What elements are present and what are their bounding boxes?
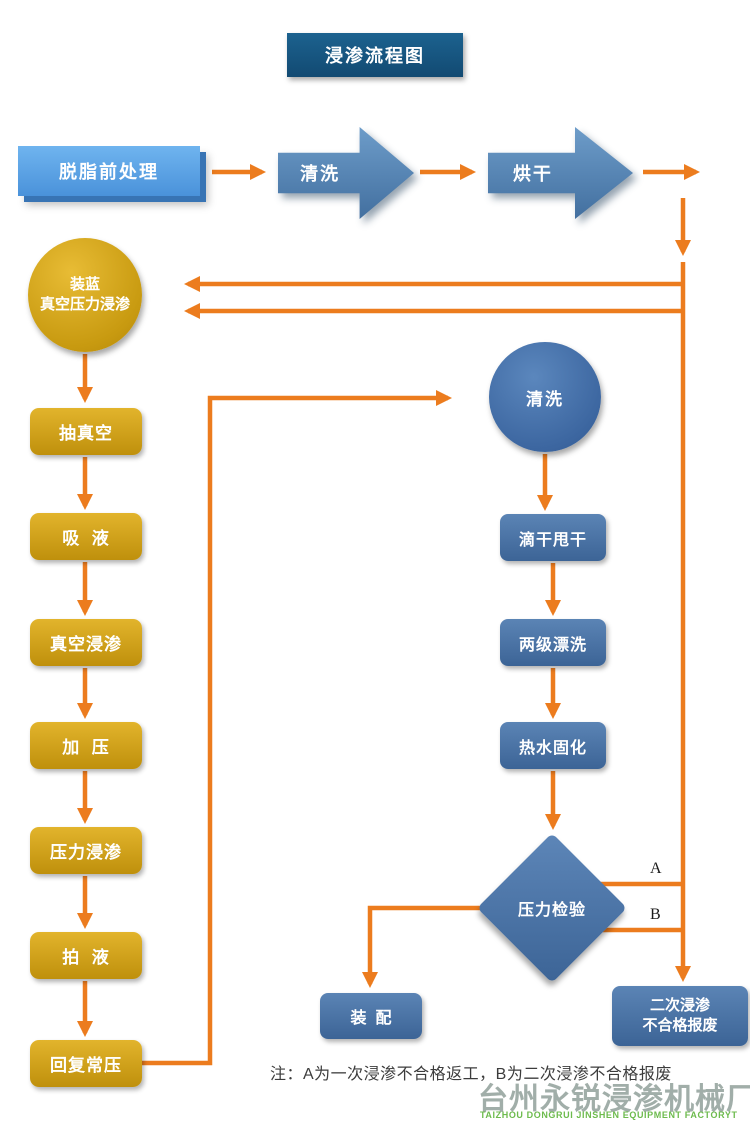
watermark-company-en: TAIZHOU DONGRUI JINSHEN EQUIPMENT FACTOR… — [480, 1110, 738, 1120]
load-basket-line2: 真空压力浸渗 — [39, 296, 130, 313]
scrap-line2: 不合格报废 — [642, 1017, 718, 1034]
connector-normalize-to-wash-circle — [142, 390, 452, 1066]
node-wash-circle: 清洗 — [489, 342, 601, 452]
node-step-pressurize: 加 压 — [30, 722, 142, 769]
node-scrap: 二次浸渗 不合格报废 — [612, 986, 748, 1046]
node-step-evacuate: 抽真空 — [30, 408, 142, 455]
chevron-dry-node: 烘干 — [488, 127, 633, 219]
node-step-vacuum-impreg: 真空浸渗 — [30, 619, 142, 666]
decision-pressure-test: 压力检验 — [477, 833, 627, 983]
node-pretreatment: 脱脂前处理 — [18, 146, 200, 196]
branch-label-a: A — [650, 860, 662, 877]
chevron-dry-label: 烘干 — [512, 164, 553, 184]
chevron-wash-label: 清洗 — [300, 164, 341, 184]
note-text: 注：A为一次浸渗不合格返工，B为二次浸渗不合格报废 — [270, 1066, 672, 1083]
node-drip-dry: 滴干甩干 — [500, 514, 606, 561]
node-load-basket-circle: 装蓝 真空压力浸渗 — [28, 238, 142, 352]
chevron-wash-node: 清洗 — [278, 127, 414, 219]
node-step-suction: 吸 液 — [30, 513, 142, 560]
decision-label: 压力检验 — [517, 902, 586, 919]
node-assembly: 装 配 — [320, 993, 422, 1039]
page-title: 浸渗流程图 — [287, 33, 463, 77]
watermark-company-cn: 台州永锐浸渗机械厂 — [478, 1083, 750, 1116]
branch-label-b: B — [650, 906, 661, 923]
node-step-pressure-impreg: 压力浸渗 — [30, 827, 142, 874]
node-hot-water-cure: 热水固化 — [500, 722, 606, 769]
node-step-normalize: 回复常压 — [30, 1040, 142, 1087]
node-step-drain: 拍 液 — [30, 932, 142, 979]
scrap-line1: 二次浸渗 — [649, 997, 710, 1014]
node-two-stage-rinse: 两级漂洗 — [500, 619, 606, 666]
load-basket-line1: 装蓝 — [69, 276, 100, 293]
